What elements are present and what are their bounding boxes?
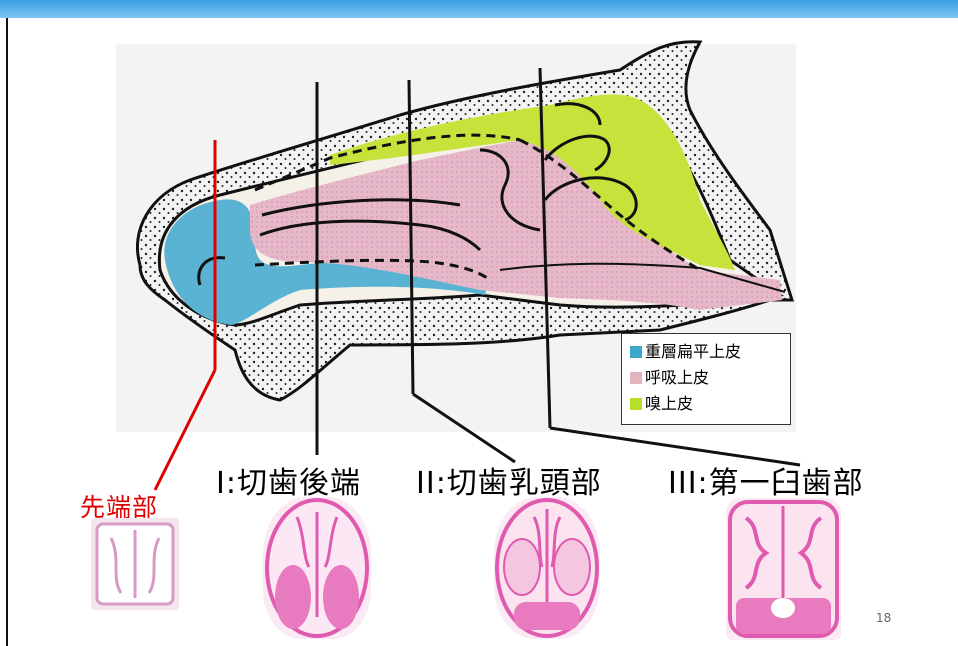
section-3-image bbox=[726, 498, 841, 640]
legend-item-squamous: 重層扁平上皮 bbox=[630, 339, 782, 365]
legend-label: 嗅上皮 bbox=[645, 391, 693, 417]
legend-label: 重層扁平上皮 bbox=[645, 339, 741, 365]
section-3-label: III:第一臼歯部 bbox=[668, 458, 864, 502]
legend-item-respiratory: 呼吸上皮 bbox=[630, 365, 782, 391]
legend-swatch bbox=[630, 346, 642, 358]
section-2-label: II:切歯乳頭部 bbox=[416, 458, 602, 502]
section-1-label: I:切歯後端 bbox=[216, 458, 361, 502]
legend: 重層扁平上皮 呼吸上皮 嗅上皮 bbox=[621, 333, 791, 425]
page-number: 18 bbox=[876, 611, 891, 625]
legend-label: 呼吸上皮 bbox=[645, 365, 709, 391]
section-1-image bbox=[263, 497, 371, 639]
legend-swatch bbox=[630, 372, 642, 384]
legend-item-olfactory: 嗅上皮 bbox=[630, 391, 782, 417]
section-2-image bbox=[494, 497, 600, 639]
tip-section-image bbox=[91, 518, 179, 610]
legend-swatch bbox=[630, 398, 642, 410]
